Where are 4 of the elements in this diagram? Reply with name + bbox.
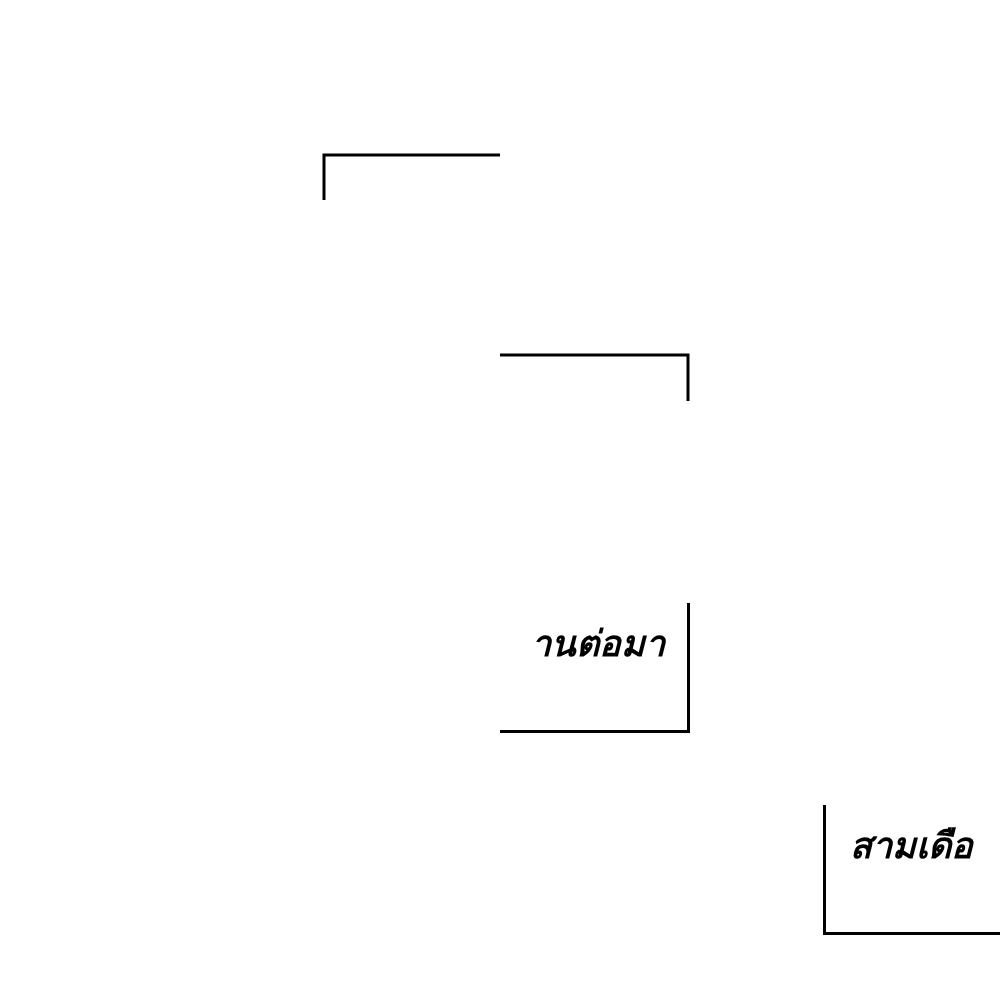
caption-text: านต่อมา [531,622,665,666]
caption-panel [823,805,1000,935]
caption-text: สามเดือ [850,824,973,868]
caption-panel [500,603,690,733]
